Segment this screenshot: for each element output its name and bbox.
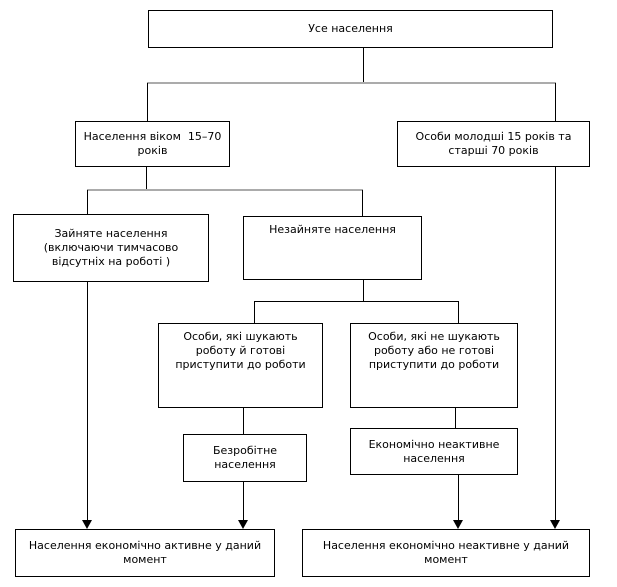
arrowhead-down-icon (550, 520, 560, 529)
node-under15-over70: Особи молодші 15 років та старші 70 рокі… (397, 121, 590, 167)
connector-level3-horizontal (87, 189, 363, 191)
node-age-15-70: Населення віком 15–70 років (75, 121, 230, 167)
connector-employed-to-active-now (87, 282, 88, 521)
connector-not-employed-down (363, 280, 364, 301)
arrowhead-down-icon (238, 520, 248, 529)
node-seeking-ready: Особи, які шукають роботу й готові прист… (158, 323, 323, 408)
node-employed: Зайняте населення (включаючи тимчасово в… (13, 214, 209, 282)
connector-to-employed (87, 190, 88, 214)
connector-to-unemployed (243, 408, 244, 434)
connector-under15-over70-to-inactive-now (555, 167, 556, 521)
arrowhead-down-icon (82, 520, 92, 529)
connector-level2-horizontal (147, 82, 556, 84)
connector-to-under15-over70 (555, 83, 556, 121)
node-econ-inactive: Економічно неактивне населення (350, 428, 518, 475)
node-unemployed: Безробітне населення (183, 434, 307, 482)
connector-all-population-down (363, 48, 364, 83)
node-inactive-now: Населення економічно неактивне у даний м… (302, 529, 590, 577)
connector-to-seeking-ready (254, 301, 255, 323)
connector-to-not-seeking (458, 301, 459, 323)
connector-to-econ-inactive (455, 408, 456, 428)
node-all-population: Усе населення (148, 10, 553, 48)
connector-to-age-15-70 (147, 83, 148, 121)
connector-age-15-70-down (146, 167, 147, 190)
connector-unemployed-to-active-now (243, 482, 244, 521)
node-active-now: Населення економічно активне у даний мом… (15, 529, 275, 577)
arrowhead-down-icon (453, 520, 463, 529)
node-not-seeking: Особи, які не шукають роботу або не гото… (350, 323, 518, 408)
node-not-employed: Незайняте населення (243, 216, 422, 280)
connector-econ-inactive-to-inactive-now (458, 475, 459, 521)
connector-level4-horizontal (254, 301, 459, 302)
connector-to-not-employed (362, 190, 363, 216)
